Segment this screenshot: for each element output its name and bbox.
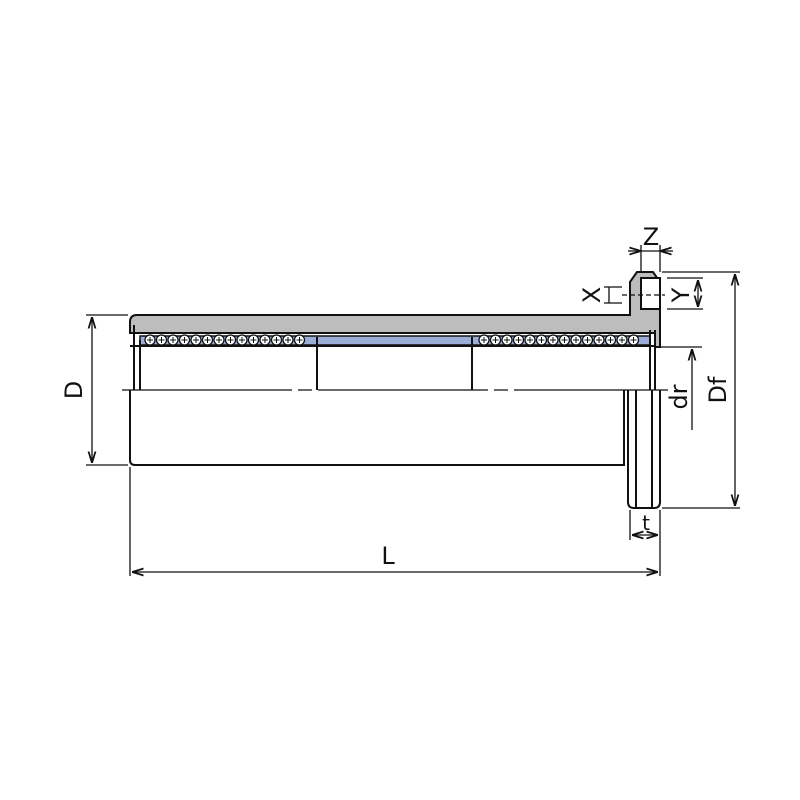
ball-mark bbox=[596, 337, 602, 343]
ball-mark bbox=[481, 337, 487, 343]
label-Z: Z bbox=[643, 223, 659, 251]
ball-mark bbox=[527, 337, 533, 343]
ball-mark bbox=[561, 337, 568, 343]
ball-mark bbox=[250, 337, 257, 343]
ball-mark bbox=[550, 337, 556, 343]
ball-mark bbox=[607, 337, 614, 343]
ball-mark bbox=[170, 337, 176, 343]
label-L: L bbox=[381, 542, 395, 570]
label-D: D bbox=[60, 381, 88, 399]
label-Y: Y bbox=[667, 287, 695, 303]
ball-mark bbox=[204, 337, 211, 343]
ball-mark bbox=[158, 337, 165, 343]
body-section bbox=[129, 271, 661, 348]
ball-mark bbox=[630, 337, 637, 343]
body-exterior bbox=[129, 390, 625, 466]
ball-mark bbox=[504, 337, 510, 343]
ball-mark bbox=[239, 337, 245, 343]
ball-mark bbox=[538, 337, 545, 343]
ball-mark bbox=[273, 337, 280, 343]
label-Df: Df bbox=[704, 376, 732, 403]
ball-row bbox=[144, 334, 640, 346]
label-X: X bbox=[578, 287, 606, 303]
ball-mark bbox=[181, 337, 188, 343]
flange-exterior bbox=[627, 390, 661, 509]
ball-mark bbox=[285, 337, 291, 343]
ball-mark bbox=[584, 337, 591, 343]
ball-mark bbox=[573, 337, 579, 343]
ball-mark bbox=[296, 337, 303, 343]
ball-mark bbox=[515, 337, 522, 343]
ball-mark bbox=[492, 337, 499, 343]
ball-mark bbox=[227, 337, 234, 343]
mounting-hole bbox=[640, 277, 661, 310]
ball-mark bbox=[147, 337, 153, 343]
label-dr: dr bbox=[665, 384, 693, 409]
label-t: t bbox=[642, 511, 650, 535]
ball-mark bbox=[262, 337, 268, 343]
ball-mark bbox=[193, 337, 199, 343]
ball-mark bbox=[216, 337, 222, 343]
ball-mark bbox=[619, 337, 625, 343]
